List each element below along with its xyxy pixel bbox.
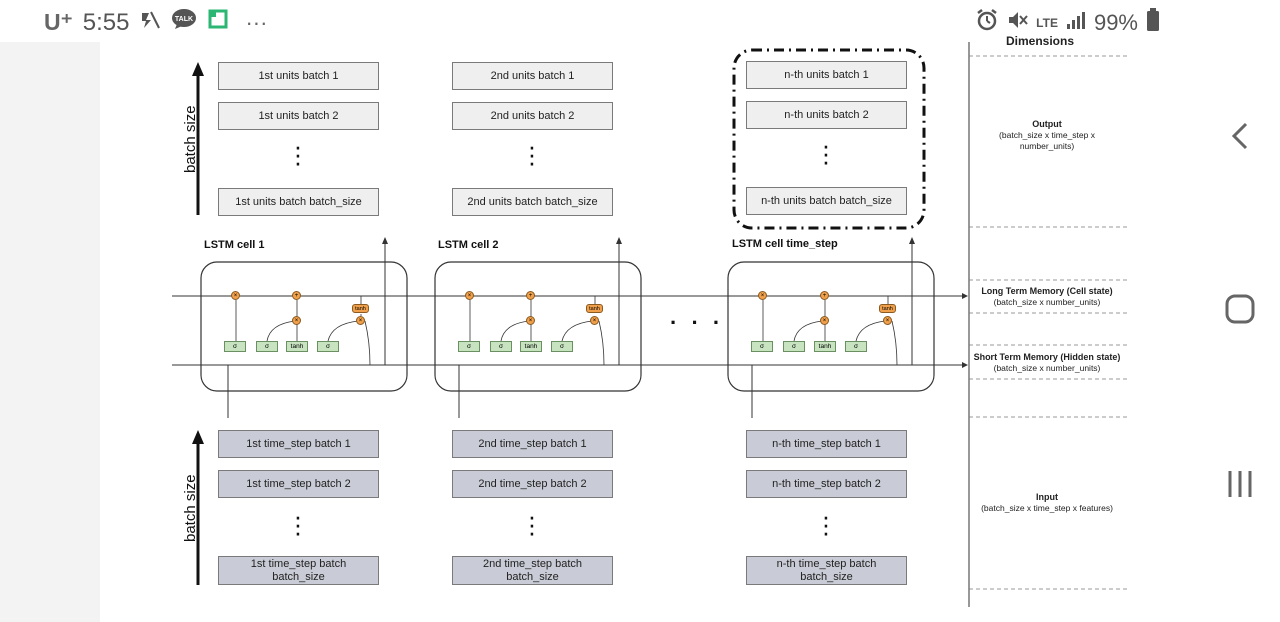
multiply-op: × <box>231 291 240 300</box>
output-dimensions: Output (batch_size x time_step x number_… <box>982 119 1112 152</box>
output-box: 2nd units batch 1 <box>452 62 613 90</box>
ltm-dim-title: Long Term Memory (Cell state) <box>981 286 1113 296</box>
gate-tanh: tanh <box>286 341 308 352</box>
multiply-op: × <box>526 316 535 325</box>
vertical-ellipsis: ··· <box>527 501 537 547</box>
stm-dim-title: Short Term Memory (Hidden state) <box>973 352 1121 362</box>
output-box: n-th units batch 2 <box>746 101 907 129</box>
left-margin <box>0 42 100 622</box>
gate-sigmoid: σ <box>490 341 512 352</box>
multiply-op: × <box>292 316 301 325</box>
navigation-bar <box>1200 0 1280 622</box>
cell-title: LSTM cell 1 <box>204 239 265 251</box>
carrier-label: U⁺ <box>44 9 73 35</box>
home-button[interactable] <box>1222 291 1258 335</box>
output-box: 1st units batch 1 <box>218 62 379 90</box>
output-box: n-th units batch batch_size <box>746 187 907 215</box>
cell-title: LSTM cell time_step <box>732 238 838 250</box>
vertical-ellipsis: ··· <box>821 130 831 176</box>
input-box: 2nd time_step batch batch_size <box>452 556 613 585</box>
input-box: 2nd time_step batch 1 <box>452 430 613 458</box>
signal-icon <box>1066 10 1086 36</box>
output-box: 1st units batch batch_size <box>218 188 379 216</box>
gate-sigmoid: σ <box>224 341 246 352</box>
vertical-ellipsis: ··· <box>821 501 831 547</box>
multiply-op: × <box>465 291 474 300</box>
vertical-ellipsis: ··· <box>527 131 537 177</box>
multiply-op: × <box>883 316 892 325</box>
tanh-op: tanh <box>586 304 603 313</box>
output-dim-title: Output <box>1032 119 1062 129</box>
gate-tanh: tanh <box>814 341 836 352</box>
home-rounded-square-icon <box>1225 294 1255 324</box>
talk-label: TALK <box>175 16 193 23</box>
input-dimensions: Input (batch_size x time_step x features… <box>972 492 1122 514</box>
tanh-op: tanh <box>352 304 369 313</box>
input-dim-value: (batch_size x time_step x features) <box>981 503 1113 513</box>
input-dim-title: Input <box>1036 492 1058 502</box>
gate-sigmoid: σ <box>256 341 278 352</box>
add-op: + <box>820 291 829 300</box>
green-square-icon <box>207 8 229 37</box>
input-box: n-th time_step batch 1 <box>746 430 907 458</box>
diagram-lines <box>172 42 1128 607</box>
input-box: n-th time_step batch batch_size <box>746 556 907 585</box>
output-box: 2nd units batch 2 <box>452 102 613 130</box>
vertical-ellipsis: ··· <box>293 131 303 177</box>
input-box: 1st time_step batch 2 <box>218 470 379 498</box>
multiply-op: × <box>820 316 829 325</box>
gate-sigmoid: σ <box>317 341 339 352</box>
chevron-left-icon <box>1231 122 1248 150</box>
input-box: 1st time_step batch batch_size <box>218 556 379 585</box>
batch-size-axis-label-top: batch size <box>182 105 199 173</box>
gate-sigmoid: σ <box>551 341 573 352</box>
mute-call-icon <box>139 9 161 37</box>
network-type: LTE <box>1036 15 1058 30</box>
multiply-op: × <box>590 316 599 325</box>
dimensions-header: Dimensions <box>1006 34 1075 48</box>
add-op: + <box>526 291 535 300</box>
alarm-icon <box>976 9 998 37</box>
battery-icon <box>1146 8 1160 38</box>
status-bar: U⁺ 5:55 TALK ··· LTE 99% <box>0 0 1200 42</box>
back-button[interactable] <box>1222 118 1258 162</box>
status-time: 5:55 <box>82 8 130 36</box>
gate-sigmoid: σ <box>751 341 773 352</box>
input-box: n-th time_step batch 2 <box>746 470 907 498</box>
cell-title: LSTM cell 2 <box>438 239 499 251</box>
stm-dim-value: (batch_size x number_units) <box>993 363 1101 373</box>
document-viewer[interactable]: batch size batch size 1st units batch 1 … <box>100 34 1200 622</box>
horizontal-ellipsis: · · · <box>670 310 725 335</box>
recents-button[interactable] <box>1222 466 1258 510</box>
batch-size-axis-label-bottom: batch size <box>182 474 199 542</box>
input-box: 2nd time_step batch 2 <box>452 470 613 498</box>
add-op: + <box>292 291 301 300</box>
multiply-op: × <box>758 291 767 300</box>
battery-percent: 99% <box>1093 10 1138 35</box>
recents-bars-icon <box>1228 471 1252 497</box>
output-box: 2nd units batch batch_size <box>452 188 613 216</box>
output-box: n-th units batch 1 <box>746 61 907 89</box>
talk-chat-icon: TALK <box>171 8 197 37</box>
gate-tanh: tanh <box>520 341 542 352</box>
gate-sigmoid: σ <box>458 341 480 352</box>
output-dim-value: (batch_size x time_step x number_units) <box>999 130 1095 151</box>
output-box: 1st units batch 2 <box>218 102 379 130</box>
gate-sigmoid: σ <box>845 341 867 352</box>
tanh-op: tanh <box>879 304 896 313</box>
multiply-op: × <box>356 316 365 325</box>
more-notifications: ··· <box>245 9 268 35</box>
stm-dimensions: Short Term Memory (Hidden state) (batch_… <box>970 352 1124 374</box>
gate-sigmoid: σ <box>783 341 805 352</box>
mute-icon <box>1006 9 1028 37</box>
ltm-dim-value: (batch_size x number_units) <box>993 297 1101 307</box>
input-box: 1st time_step batch 1 <box>218 430 379 458</box>
vertical-ellipsis: ··· <box>293 501 303 547</box>
ltm-dimensions: Long Term Memory (Cell state) (batch_siz… <box>972 286 1122 308</box>
